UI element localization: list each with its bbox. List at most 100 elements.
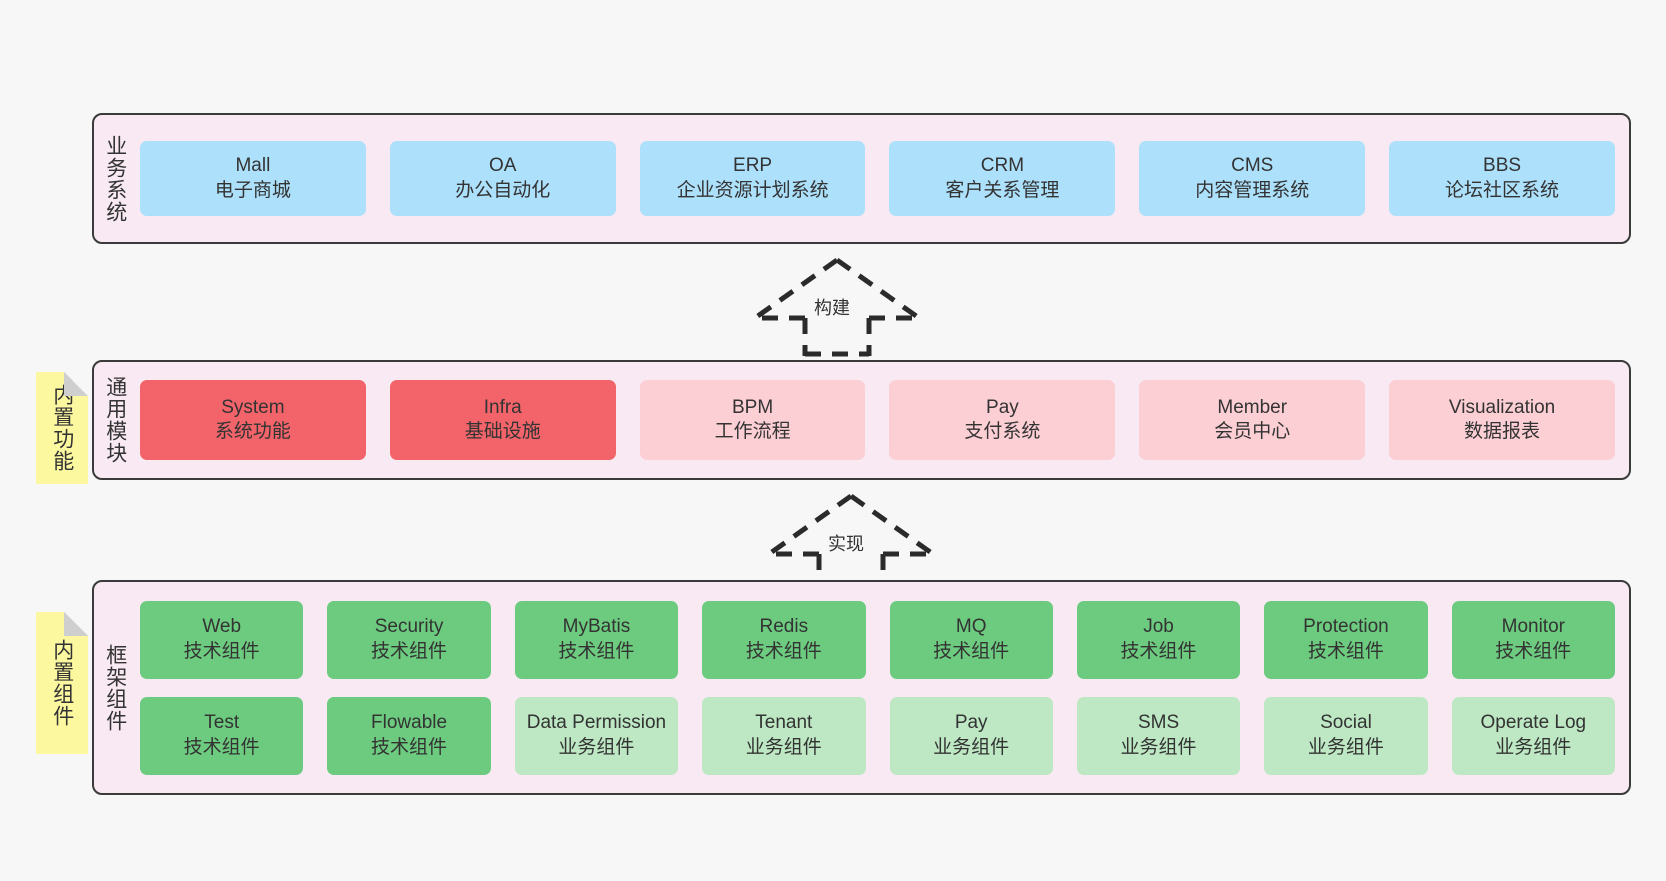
card-title: CMS — [1231, 155, 1274, 177]
card-crm[interactable]: CRM 客户关系管理 — [889, 141, 1116, 216]
card-title: BPM — [731, 396, 774, 418]
card-social[interactable]: Social 业务组件 — [1264, 696, 1428, 775]
card-infra[interactable]: Infra 基础设施 — [389, 380, 616, 460]
card-system[interactable]: System 系统功能 — [140, 380, 366, 460]
arrow-build: 构建 — [752, 256, 922, 357]
card-subtitle: 内容管理系统 — [1195, 179, 1310, 201]
card-title: Monitor — [1501, 616, 1565, 638]
card-visualization[interactable]: Visualization 数据报表 — [1389, 380, 1615, 460]
card-subtitle: 业务组件 — [558, 736, 635, 758]
card-row-technical: Web 技术组件 Security 技术组件 MyBatis 技术组件 Redi… — [140, 600, 1615, 679]
card-subtitle: 业务组件 — [1307, 736, 1384, 758]
card-title: Security — [374, 616, 444, 638]
card-title: Pay — [954, 712, 988, 734]
arrow-build-label: 构建 — [814, 298, 850, 318]
card-job[interactable]: Job 技术组件 — [1076, 600, 1241, 679]
card-pay[interactable]: Pay 支付系统 — [889, 380, 1116, 460]
card-subtitle: 技术组件 — [1120, 640, 1197, 662]
card-mall[interactable]: Mall 电子商城 — [140, 141, 366, 216]
card-tenant[interactable]: Tenant 业务组件 — [702, 696, 866, 775]
card-subtitle: 技术组件 — [183, 736, 260, 758]
card-title: MQ — [955, 616, 987, 638]
card-protection[interactable]: Protection 技术组件 — [1264, 600, 1428, 679]
dashed-up-arrow-icon — [753, 257, 921, 357]
layer-body-framework: Web 技术组件 Security 技术组件 MyBatis 技术组件 Redi… — [136, 582, 1629, 793]
card-bpm[interactable]: BPM 工作流程 — [639, 380, 866, 460]
card-subtitle: 技术组件 — [933, 640, 1010, 662]
card-subtitle: 技术组件 — [745, 640, 822, 662]
card-subtitle: 系统功能 — [214, 421, 291, 442]
card-title: Data Permission — [526, 712, 667, 734]
sticky-note-text: 内置组件 — [50, 639, 74, 727]
card-data-permission[interactable]: Data Permission 业务组件 — [514, 696, 679, 775]
card-title: OA — [489, 155, 517, 177]
card-title: Protection — [1303, 616, 1389, 638]
card-title: Social — [1320, 712, 1372, 734]
sticky-note-builtin-components: 内置组件 — [36, 612, 88, 754]
layer-title-framework: 框架组件 — [103, 643, 127, 732]
card-pay-business[interactable]: Pay 业务组件 — [889, 696, 1053, 775]
layer-common-modules: 通用模块 System 系统功能 Infra 基础设施 BPM 工作流程 Pay… — [92, 360, 1631, 480]
card-bbs[interactable]: BBS 论坛社区系统 — [1389, 141, 1615, 216]
card-title: CRM — [980, 155, 1025, 177]
card-title: Web — [202, 616, 242, 638]
card-subtitle: 支付系统 — [964, 421, 1041, 442]
card-subtitle: 论坛社区系统 — [1445, 179, 1560, 201]
card-sms[interactable]: SMS 业务组件 — [1076, 696, 1241, 775]
layer-body-common: System 系统功能 Infra 基础设施 BPM 工作流程 Pay 支付系统… — [136, 362, 1629, 478]
layer-framework-components: 框架组件 Web 技术组件 Security 技术组件 MyBatis 技术组件… — [92, 580, 1631, 795]
card-title: Test — [204, 712, 240, 734]
card-subtitle: 工作流程 — [714, 421, 791, 442]
card-title: ERP — [733, 155, 773, 177]
card-web[interactable]: Web 技术组件 — [140, 600, 304, 679]
sticky-note-text: 内置功能 — [50, 384, 74, 472]
card-title: Operate Log — [1480, 712, 1587, 734]
card-title: Job — [1143, 616, 1174, 638]
card-subtitle: 技术组件 — [371, 640, 448, 662]
card-erp[interactable]: ERP 企业资源计划系统 — [639, 141, 866, 216]
sticky-note-builtin-features: 内置功能 — [36, 372, 88, 484]
card-title: Pay — [986, 396, 1019, 418]
card-subtitle: 业务组件 — [1120, 736, 1197, 758]
card-subtitle: 电子商城 — [214, 179, 291, 201]
layer-body-business: Mall 电子商城 OA 办公自动化 ERP 企业资源计划系统 CRM 客户关系… — [136, 115, 1629, 242]
card-subtitle: 办公自动化 — [455, 179, 551, 201]
card-oa[interactable]: OA 办公自动化 — [389, 141, 616, 216]
card-title: MyBatis — [562, 616, 631, 638]
card-title: Visualization — [1448, 396, 1556, 418]
card-title: Redis — [759, 616, 809, 638]
card-redis[interactable]: Redis 技术组件 — [702, 600, 866, 679]
card-security[interactable]: Security 技术组件 — [327, 600, 491, 679]
card-title: BBS — [1483, 155, 1522, 177]
card-subtitle: 技术组件 — [1495, 640, 1572, 662]
arrow-realize: 实现 — [766, 492, 936, 593]
card-subtitle: 企业资源计划系统 — [676, 179, 829, 201]
arrow-realize-label: 实现 — [828, 534, 864, 554]
card-subtitle: 数据报表 — [1464, 421, 1541, 442]
card-subtitle: 会员中心 — [1214, 421, 1291, 442]
card-title: Member — [1217, 396, 1288, 418]
card-row: Mall 电子商城 OA 办公自动化 ERP 企业资源计划系统 CRM 客户关系… — [140, 141, 1615, 216]
card-title: Tenant — [755, 712, 813, 734]
card-flowable[interactable]: Flowable 技术组件 — [327, 696, 491, 775]
card-mybatis[interactable]: MyBatis 技术组件 — [514, 600, 679, 679]
layer-business-systems: 业务系统 Mall 电子商城 OA 办公自动化 ERP 企业资源计划系统 CRM… — [92, 113, 1631, 244]
card-title: Mall — [235, 155, 271, 177]
card-operate-log[interactable]: Operate Log 业务组件 — [1451, 696, 1615, 775]
card-member[interactable]: Member 会员中心 — [1139, 380, 1366, 460]
card-title: Infra — [483, 396, 522, 418]
card-test[interactable]: Test 技术组件 — [140, 696, 304, 775]
card-mq[interactable]: MQ 技术组件 — [889, 600, 1053, 679]
card-cms[interactable]: CMS 内容管理系统 — [1139, 141, 1366, 216]
card-title: SMS — [1137, 712, 1180, 734]
layer-title-business: 业务系统 — [103, 134, 127, 223]
card-monitor[interactable]: Monitor 技术组件 — [1451, 600, 1615, 679]
card-title: Flowable — [371, 712, 448, 734]
card-subtitle: 技术组件 — [183, 640, 260, 662]
card-title: System — [221, 396, 285, 418]
card-subtitle: 基础设施 — [464, 421, 541, 442]
card-subtitle: 业务组件 — [1495, 736, 1572, 758]
card-subtitle: 客户关系管理 — [945, 179, 1060, 201]
card-subtitle: 技术组件 — [558, 640, 635, 662]
